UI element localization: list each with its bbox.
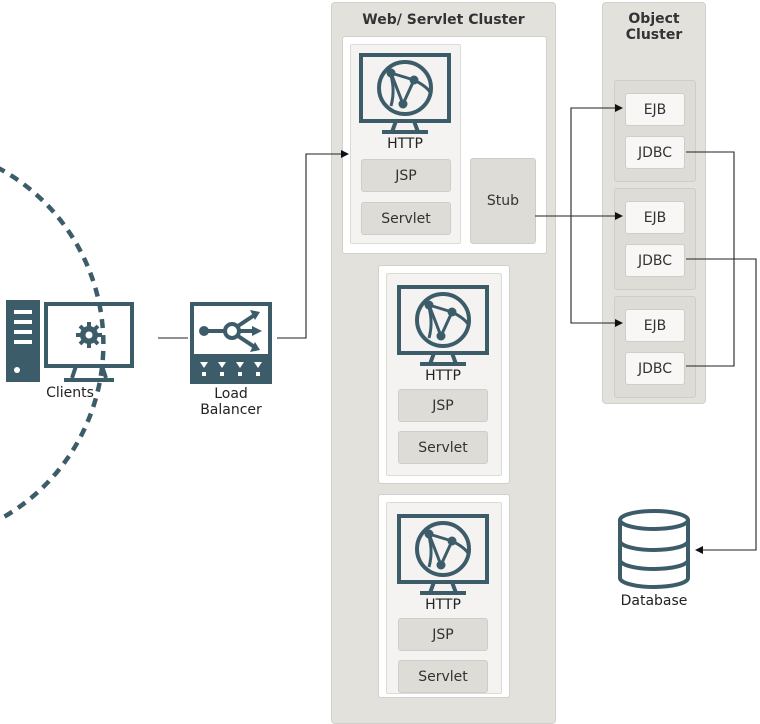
load-balancer-label-line2: Balancer [200,402,262,418]
http-label-1: HTTP [387,136,423,152]
lb-to-server-line [277,150,349,339]
jsp-box-1: JSP [361,159,451,192]
servlet-box-1: Servlet [361,202,451,235]
clients-label: Clients [46,385,94,401]
ejb-box-2: EJB [625,201,685,234]
stub-box: Stub [470,158,536,244]
jdbc-box-1: JDBC [625,136,685,169]
load-balancer-label-line1: Load [214,386,248,402]
object-cluster-title-line1: Object [628,11,680,27]
http-label-3: HTTP [425,597,461,613]
clients-computer-icon [6,300,134,382]
stub-to-ejb1-line [570,104,623,216]
servlet-box-3: Servlet [398,660,488,693]
object-cluster-title-line2: Cluster [625,27,683,43]
jsp-box-2: JSP [398,389,488,422]
servlet-box-2: Servlet [398,431,488,464]
jdbc-box-2: JDBC [625,244,685,277]
http-monitor-icon-2 [397,285,489,366]
jdbc-to-database-line [686,258,757,554]
stub-to-ejb3-line [570,216,623,327]
database-label: Database [620,593,688,609]
http-label-2: HTTP [425,368,461,384]
jdbc-box-3: JDBC [625,352,685,385]
ejb-box-3: EJB [625,309,685,342]
http-monitor-icon-3 [397,514,489,595]
web-servlet-cluster-title: Web/ Servlet Cluster [362,12,525,28]
jsp-box-3: JSP [398,618,488,651]
load-balancer-icon [190,302,272,384]
ejb-box-1: EJB [625,93,685,126]
load-balancer-label: Load Balancer [190,386,272,418]
object-cluster-title: Object Cluster [603,11,705,43]
http-monitor-icon-1 [359,53,451,134]
database-icon [618,509,690,589]
